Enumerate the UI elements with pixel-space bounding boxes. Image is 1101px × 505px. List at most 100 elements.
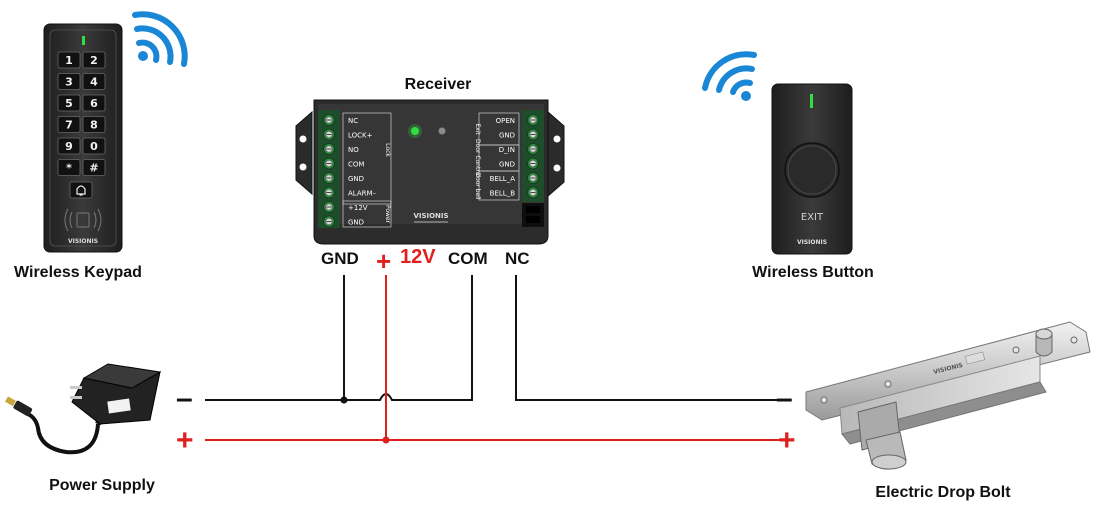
wireless-signal-icon-keypad [132, 11, 188, 67]
button-brand: VISIONIS [797, 239, 827, 246]
receiver-label: Receiver [404, 76, 472, 93]
wireless-button-label: Wireless Button [752, 264, 874, 281]
terminal-screw [323, 172, 335, 184]
receiver-left-label: GND [348, 175, 364, 183]
rfid-icon [64, 208, 102, 232]
keypad-key: # [82, 159, 106, 176]
terminal-screw [323, 114, 335, 126]
receiver-right-label: D_IN [499, 146, 515, 154]
power-cable [27, 412, 100, 455]
terminal-screw [527, 143, 539, 155]
exit-push-button [784, 142, 840, 198]
keypad-key: 1 [57, 51, 81, 69]
terminal-screw [527, 157, 539, 170]
receiver-left-label: NC [348, 117, 358, 125]
receiver-terminal-labels: NCLOCK+NOCOMGNDALARM–+12VGNDOPENGNDD_ING… [348, 117, 515, 227]
receiver-group-label: Power [384, 205, 391, 224]
keypad-key: 7 [57, 116, 81, 133]
keypad-key: 5 [57, 94, 81, 112]
wireless-keypad-label: Wireless Keypad [14, 264, 142, 281]
terminal-com-label: COM [448, 249, 488, 268]
exit-text: EXIT [801, 212, 824, 223]
keypad-key-label: 7 [65, 119, 73, 132]
receiver-right-label: GND [499, 132, 515, 140]
wireless-signal-icon-button [702, 51, 757, 101]
keypad-key-label: 5 [65, 97, 73, 110]
keypad-key-label: 0 [90, 140, 98, 153]
keypad-key-label: 3 [65, 76, 73, 89]
receiver-group-label: Exit [474, 123, 481, 135]
electric-drop-bolt-label: Electric Drop Bolt [875, 484, 1011, 501]
terminal-nc-label: NC [505, 249, 530, 268]
receiver-right-label: BELL_A [490, 175, 516, 183]
gnd-junction-dot [340, 396, 348, 404]
button-led [810, 94, 813, 108]
keypad-key-label: * [66, 162, 72, 175]
keypad-keys: 1 2 3 4 5 6 7 8 9 0 * # [57, 51, 106, 176]
keypad-key-label: # [89, 162, 98, 175]
keypad-key: 4 [82, 73, 106, 90]
bell-icon [76, 185, 86, 196]
keypad-bell-key [69, 181, 93, 199]
black-wire-main [205, 275, 473, 401]
receiver-left-label: LOCK+ [348, 132, 373, 140]
terminal-screw [527, 186, 539, 199]
terminal-screw [323, 186, 335, 199]
wireless-button-device: EXIT VISIONIS [771, 83, 853, 255]
keypad-key: 8 [82, 116, 106, 133]
receiver-left-label: GND [348, 219, 364, 227]
terminal-screw [323, 128, 335, 141]
receiver-group-label: Lock [384, 143, 391, 157]
left-terminals [323, 114, 335, 228]
terminal-screw [323, 201, 335, 213]
receiver-left-label: ALARM– [348, 190, 377, 198]
bolt-plus-sign: + [778, 424, 796, 457]
electric-drop-bolt-device: VISIONIS [805, 321, 1091, 470]
terminal-screw [527, 172, 539, 184]
terminal-screw [527, 128, 539, 141]
bolt-minus-sign: – [776, 382, 793, 415]
receiver-brand: VISIONIS [413, 212, 448, 220]
receiver-group-label: Door bell [474, 172, 481, 200]
power-minus-sign: – [176, 382, 193, 415]
keypad-key-label: 8 [90, 119, 98, 132]
terminal-screw [323, 215, 335, 228]
keypad-key-label: 9 [65, 140, 73, 153]
keypad-key: 2 [82, 51, 106, 69]
terminal-screw [527, 114, 539, 126]
power-supply-device [5, 363, 162, 455]
terminal-12v-plus-sign: + [376, 246, 392, 276]
wireless-keypad-device: 1 2 3 4 5 6 7 8 9 0 * # VISIONIS [43, 23, 123, 253]
receiver-left-label: +12V [348, 204, 368, 212]
keypad-key-label: 2 [90, 54, 98, 67]
receiver-device: NCLOCK+NOCOMGNDALARM–+12VGNDOPENGNDD_ING… [295, 99, 565, 245]
receiver-left-label: NO [348, 146, 359, 154]
right-terminals [527, 114, 539, 199]
receiver-mount-right [547, 110, 565, 198]
receiver-right-label: OPEN [496, 117, 515, 125]
terminal-screw [323, 157, 335, 170]
power-supply-label: Power Supply [49, 477, 155, 494]
terminal-gnd-label: GND [321, 249, 359, 268]
keypad-key: 6 [82, 94, 106, 112]
keypad-key: * [57, 159, 81, 176]
keypad-key: 9 [57, 137, 81, 155]
terminal-screw [323, 143, 335, 155]
keypad-key: 3 [57, 73, 81, 90]
terminal-12v-label: 12V [400, 246, 436, 268]
keypad-led [82, 36, 85, 45]
bolt-faceplate [805, 321, 1091, 421]
receiver-group-label: Door Control [474, 139, 481, 177]
keypad-key-label: 4 [90, 76, 98, 89]
keypad-brand: VISIONIS [68, 238, 98, 245]
receiver-led-green [411, 127, 419, 135]
keypad-key-label: 6 [90, 97, 98, 110]
keypad-key-label: 1 [65, 54, 73, 67]
receiver-right-label: BELL_B [490, 190, 516, 198]
receiver-right-label: GND [499, 161, 515, 169]
plus-junction-dot [382, 436, 390, 444]
power-plus-sign: + [176, 424, 194, 457]
keypad-key: 0 [82, 137, 106, 155]
receiver-mount-left [295, 110, 313, 196]
